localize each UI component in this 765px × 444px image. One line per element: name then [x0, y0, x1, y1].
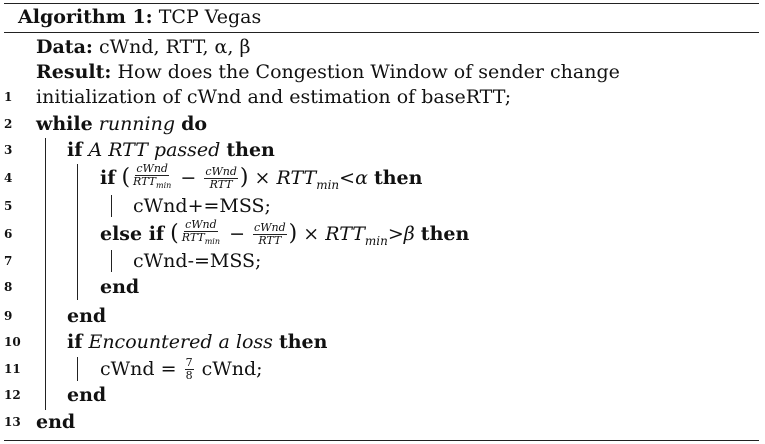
caption-prefix: Algorithm 1: — [18, 6, 153, 28]
minus-sign: − — [180, 167, 197, 189]
algorithm-caption: Algorithm 1: TCP Vegas — [18, 6, 261, 28]
statement-text: initialization of cWnd and estimation of… — [36, 86, 512, 108]
top-rule — [4, 3, 759, 4]
do-keyword: do — [181, 113, 208, 135]
then-keyword: then — [420, 223, 470, 245]
assignment-rhs: cWnd; — [195, 358, 263, 380]
result-keyword: Result: — [36, 61, 112, 83]
if-loss-block-guide — [77, 357, 78, 381]
close-paren: ) — [288, 221, 298, 246]
if-condition: A RTT passed — [88, 139, 221, 161]
while-condition: running — [98, 113, 176, 135]
line-number: 4 — [4, 171, 13, 185]
then-keyword: then — [226, 139, 275, 161]
line-number: 6 — [4, 227, 13, 241]
data-keyword: Data: — [36, 36, 93, 58]
if-rtt-block-guide — [77, 164, 78, 300]
assignment-lhs: cWnd = — [100, 358, 183, 380]
if-alpha-block-guide — [111, 195, 112, 217]
line-number: 9 — [4, 309, 13, 323]
data-text: cWnd, RTT, α, β — [98, 36, 251, 58]
line-number: 7 — [4, 254, 13, 268]
alpha-param: α — [355, 167, 368, 189]
line-number: 5 — [4, 199, 13, 213]
close-paren: ) — [239, 165, 249, 190]
line-number: 10 — [4, 335, 21, 349]
line-number: 1 — [4, 90, 13, 104]
else-if-keyword: else if — [100, 223, 165, 245]
result-text: How does the Congestion Window of sender… — [117, 61, 620, 83]
open-paren: ( — [121, 165, 131, 190]
line-number: 12 — [4, 388, 21, 402]
comparison-op: < — [339, 167, 356, 189]
times-sign: × — [297, 223, 326, 245]
minus-sign: − — [229, 223, 245, 245]
while-keyword: while — [36, 113, 93, 135]
line-number: 11 — [4, 362, 21, 376]
caption-rule — [4, 32, 759, 33]
caption-title: TCP Vegas — [158, 6, 262, 28]
while-block-guide — [45, 138, 46, 410]
bottom-rule — [4, 440, 759, 441]
then-keyword: then — [373, 167, 423, 189]
if-keyword: if — [67, 139, 83, 161]
end-keyword: end — [67, 305, 107, 327]
end-keyword: end — [100, 276, 140, 298]
else-if-beta-block-guide — [111, 250, 112, 272]
times-sign: × — [248, 167, 277, 189]
line-number: 2 — [4, 117, 13, 131]
open-paren: ( — [170, 221, 179, 246]
line-number: 13 — [4, 415, 21, 429]
line-number: 3 — [4, 143, 13, 157]
beta-param: β — [403, 223, 415, 245]
end-keyword: end — [67, 384, 107, 406]
if-keyword: if — [100, 167, 116, 189]
if-keyword: if — [67, 331, 83, 353]
statement-text: cWnd-=MSS; — [133, 250, 262, 272]
end-keyword: end — [36, 411, 76, 433]
comparison-op: > — [387, 223, 404, 245]
then-keyword: then — [278, 331, 328, 353]
rtt-min: RTTmin — [325, 223, 388, 248]
line-number: 8 — [4, 280, 13, 294]
statement-text: cWnd+=MSS; — [133, 195, 271, 217]
rtt-min: RTTmin — [276, 167, 340, 192]
if-condition: Encountered a loss — [88, 331, 273, 353]
